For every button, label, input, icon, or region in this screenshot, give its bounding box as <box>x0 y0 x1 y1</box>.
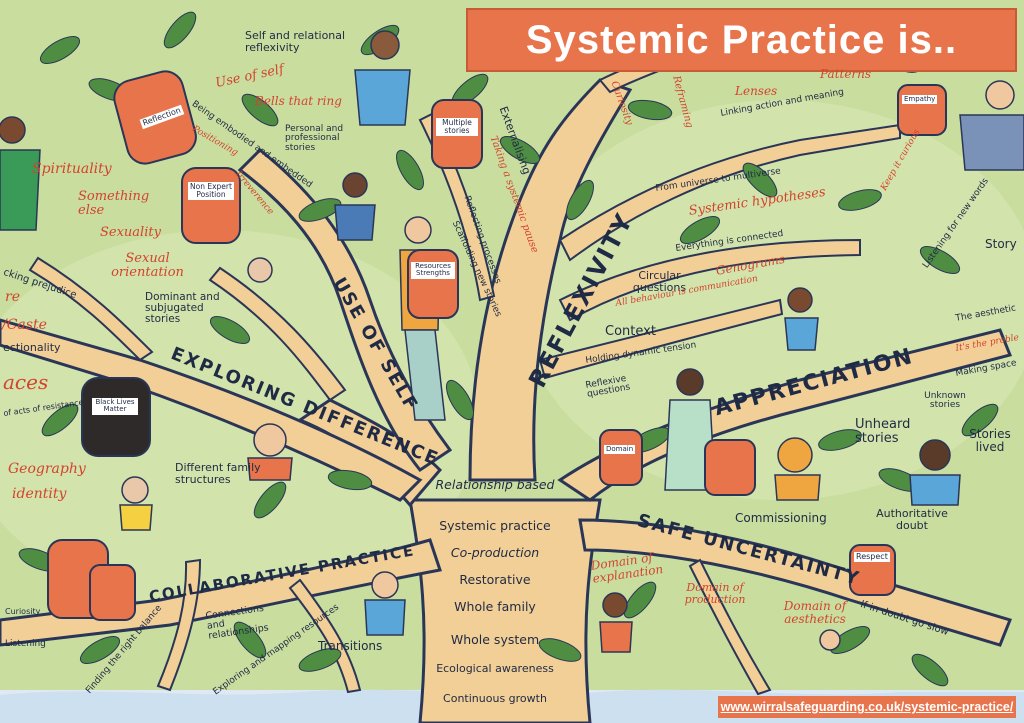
backpack-empathy-label: Empathy <box>902 95 938 105</box>
label-bells-that-ring: Bells that ring <box>255 94 342 108</box>
trunk-relationship-based: Relationship based <box>435 477 555 492</box>
backpack-multiple-stories-label: Multiple stories <box>436 118 478 136</box>
label-geography: Geography <box>8 461 86 477</box>
label-sexuality: Sexuality <box>100 225 161 240</box>
backpack-resources-label: Resources Strengths <box>411 262 455 279</box>
label-curiosity-left: Curiosity <box>5 607 41 616</box>
trunk-co-production: Co-production <box>450 545 540 560</box>
title-banner: Systemic Practice is.. <box>466 8 1017 72</box>
trunk-restorative: Restorative <box>459 572 531 587</box>
label-unheard-stories: Unheard stories <box>855 417 911 446</box>
label-something-else: Something else <box>78 189 150 218</box>
label-domain-production: Domain of production <box>684 581 746 606</box>
trunk-systemic-practice: Systemic practice <box>439 518 551 533</box>
label-lenses: Lenses <box>735 84 778 98</box>
label-self-relational: Self and relational reflexivity <box>245 29 346 54</box>
label-aces: aces <box>3 370 49 394</box>
label-domain-aesthetics: Domain of aesthetics <box>783 599 847 626</box>
label-ectionality: ectionality <box>3 341 61 354</box>
backpack-domain-label: Domain <box>604 445 636 455</box>
label-story: Story <box>985 237 1017 251</box>
trunk-whole-system: Whole system <box>450 632 540 647</box>
website-url[interactable]: www.wirralsafeguarding.co.uk/systemic-pr… <box>720 700 1014 714</box>
backpack-respect-label: Respect <box>854 552 890 563</box>
website-link[interactable]: www.wirralsafeguarding.co.uk/systemic-pr… <box>718 696 1016 718</box>
poster-title: Systemic Practice is.. <box>525 17 958 62</box>
label-patterns: Patterns <box>820 67 872 81</box>
label-sexual-orientation: Sexual orientation <box>111 251 184 280</box>
backpack-non-expert-label: Non Expert Position <box>188 182 234 200</box>
label-context: Context <box>605 324 656 339</box>
label-unknown-stories: Unknown stories <box>924 391 966 411</box>
label-spirituality: Spirituality <box>32 161 112 177</box>
trunk-continuous-growth: Continuous growth <box>443 692 547 705</box>
label-caste: /Caste <box>2 317 47 333</box>
label-commissioning: Commissioning <box>735 511 827 525</box>
trunk-whole-family: Whole family <box>454 599 536 614</box>
label-listening-left: Listening <box>5 639 46 649</box>
label-identity: identity <box>12 486 67 502</box>
label-different-family: Different family structures <box>175 461 261 486</box>
label-authoritative-doubt: Authoritative doubt <box>876 507 948 532</box>
backpack-black-lives-label: Black Lives Matter <box>92 398 138 415</box>
label-stories-lived: Stories lived <box>969 427 1011 454</box>
trunk-ecological-awareness: Ecological awareness <box>436 662 554 675</box>
label-dominant-stories: Dominant and subjugated stories <box>145 291 220 326</box>
label-circular-questions: Circular questions <box>632 269 687 294</box>
label-re: re <box>5 289 20 305</box>
label-personal-stories: Personal and professional stories <box>285 124 344 153</box>
label-transitions: Transitions <box>318 639 383 653</box>
